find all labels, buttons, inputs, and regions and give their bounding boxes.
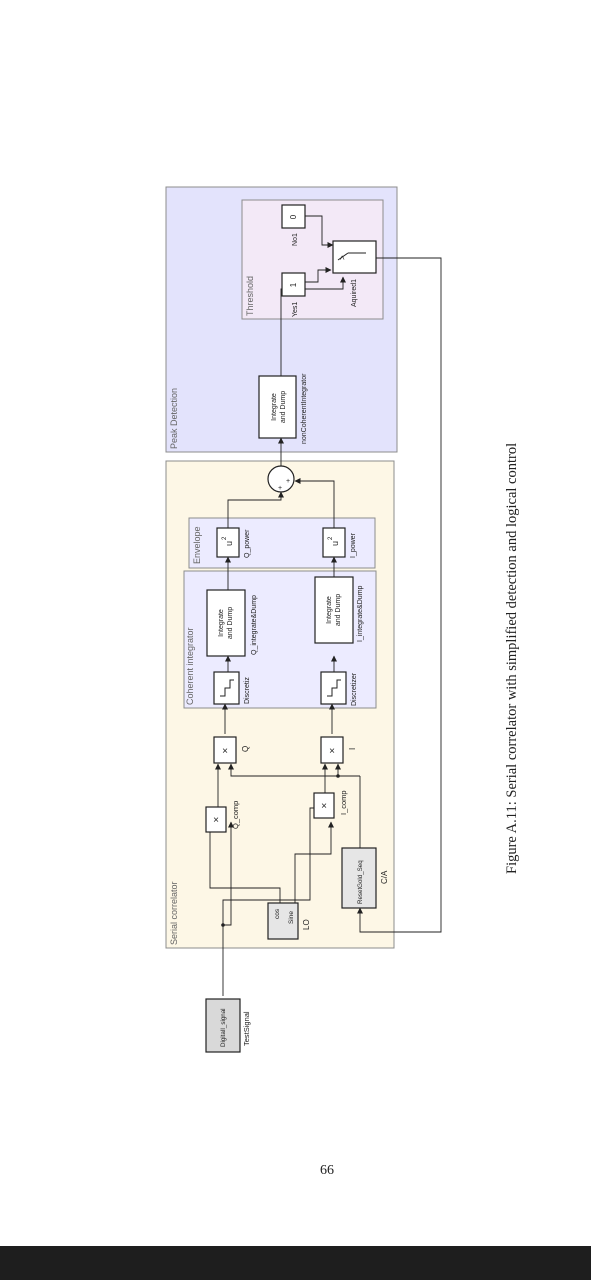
i-comp-symbol: ×	[321, 801, 327, 812]
i-power-label: I_power	[350, 532, 357, 558]
q-power-exp: 2	[222, 536, 228, 540]
yes1-label: Yes1	[292, 302, 299, 317]
i-integrate-line1: Integrate	[326, 596, 333, 624]
i-discretizer-block[interactable]: Discretizer	[320, 671, 358, 706]
digital-signal-text: DigitalI_signal	[220, 1008, 227, 1047]
serial-correlator-title: Serial correlator	[169, 881, 179, 945]
q-power-symbol: u	[224, 541, 234, 546]
sum-block[interactable]: + +	[267, 465, 295, 493]
page-number: 66	[320, 1163, 334, 1178]
q-mult-symbol: ×	[222, 746, 228, 757]
coherent-integrator-title: Coherent integrator	[185, 627, 195, 705]
aquired1-label: Aquired1	[351, 279, 358, 307]
noncoherent-line1: Integrate	[271, 393, 278, 421]
q-multiplier[interactable]: × Q	[213, 736, 250, 764]
signal-wires	[207, 215, 442, 996]
yes1-constant-block[interactable]: 1 Yes1	[281, 272, 306, 317]
noncoherent-line2: and Dump	[280, 391, 287, 423]
lo-block[interactable]: cos Sine LO	[267, 902, 311, 940]
q-comp-label: Q_comp	[231, 801, 240, 829]
noncoherent-integrator-block[interactable]: Integrate and Dump nonCoherentIntegrator	[258, 373, 308, 444]
switch-symbol: >	[338, 255, 347, 260]
lo-label: LO	[302, 919, 311, 930]
q-integrate-line2: and Dump	[227, 607, 234, 639]
q-integrate-label: Q_integrate&Dump	[251, 595, 258, 655]
no1-constant-block[interactable]: 0 No1	[281, 204, 306, 246]
sum-sign-1: +	[278, 485, 282, 492]
ca-label: C/A	[380, 870, 389, 884]
i-power-symbol: u	[330, 541, 340, 546]
i-label: I	[348, 748, 357, 750]
i-integrate-dump-block[interactable]: Integrate and Dump I_integrate&Dump	[314, 576, 364, 644]
threshold-title: Threshold	[245, 276, 255, 316]
switch-block[interactable]: > Aquired1	[332, 240, 377, 307]
envelope-title: Envelope	[192, 526, 202, 564]
lo-cos-port: cos	[274, 908, 281, 919]
q-comp-symbol: ×	[213, 815, 219, 826]
q-integrate-dump-block[interactable]: Integrate and Dump Q_integrate&Dump	[206, 589, 258, 657]
i-comp-multiplier[interactable]: × I_comp	[313, 790, 348, 819]
sum-sign-2: +	[286, 478, 290, 485]
test-signal-label: TestSignal	[242, 1011, 251, 1046]
figure-caption: Figure A.11: Serial correlator with simp…	[504, 442, 520, 874]
ca-code-block[interactable]: ResetGold_Seq C/A	[341, 847, 389, 909]
i-power-block[interactable]: u 2 I_power	[322, 527, 357, 558]
lo-sine-port: Sine	[288, 911, 295, 924]
q-integrate-line1: Integrate	[218, 609, 225, 637]
i-integrate-line2: and Dump	[335, 594, 342, 626]
no1-label: No1	[292, 233, 299, 246]
bottom-bar	[0, 1246, 591, 1280]
yes1-value: 1	[289, 282, 298, 287]
reset-gold-seq-text: ResetGold_Seq	[357, 860, 364, 904]
discretizer-label: Discretizer	[351, 672, 358, 706]
discretiz-label: Discretiz	[244, 677, 251, 704]
peak-detection-title: Peak Detection	[169, 388, 179, 449]
i-power-exp: 2	[328, 536, 334, 540]
i-mult-symbol: ×	[329, 746, 335, 757]
i-comp-label: I_comp	[339, 790, 348, 815]
digital-signal-block[interactable]: DigitalI_signal TestSignal	[205, 998, 251, 1053]
q-label: Q	[241, 746, 250, 752]
noncoherent-label: nonCoherentIntegrator	[301, 373, 308, 444]
i-multiplier[interactable]: × I	[320, 736, 357, 764]
i-integrate-label: I_integrate&Dump	[357, 585, 364, 642]
no1-value: 0	[289, 214, 298, 219]
q-power-block[interactable]: u 2 Q_power	[216, 527, 251, 558]
q-discretizer-block[interactable]: Discretiz	[213, 671, 251, 705]
q-comp-multiplier[interactable]: × Q_comp	[205, 801, 240, 833]
q-power-label: Q_power	[244, 529, 251, 558]
